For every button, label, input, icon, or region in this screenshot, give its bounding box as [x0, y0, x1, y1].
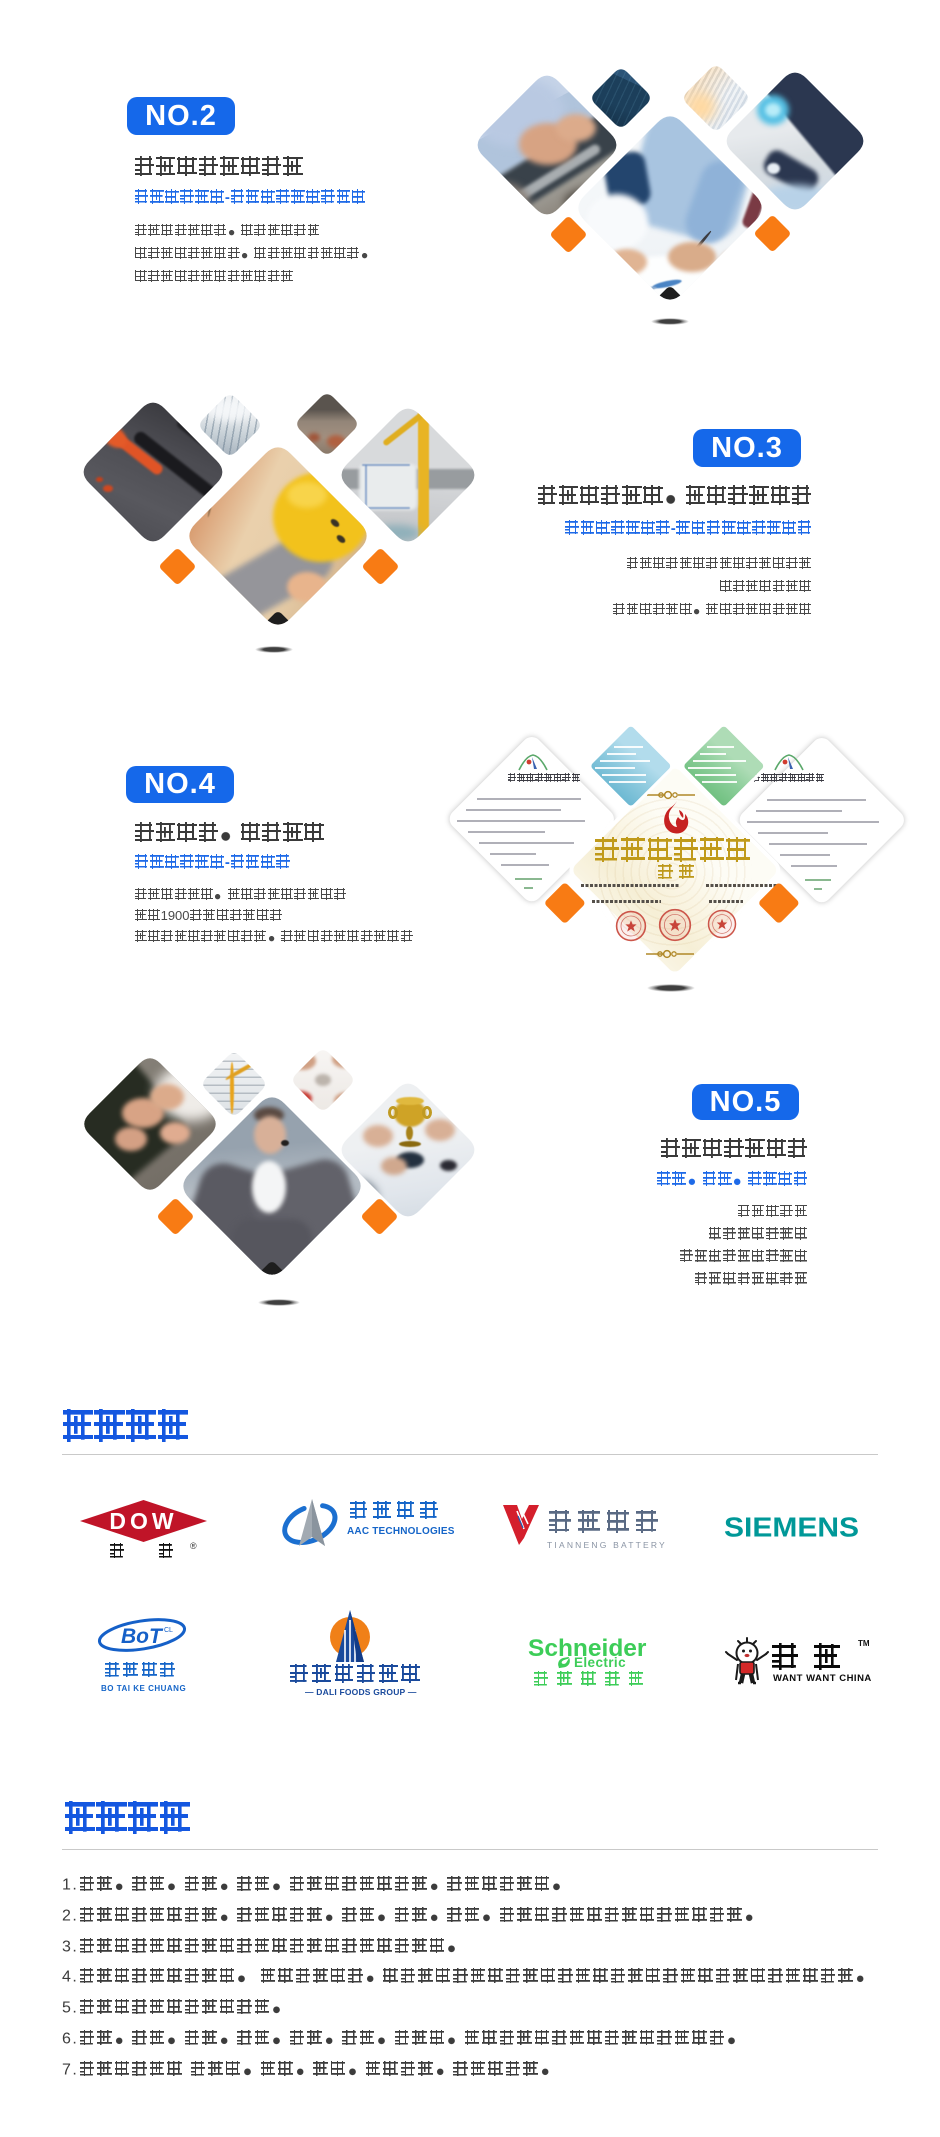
svg-text:BoT: BoT: [121, 1625, 164, 1648]
svg-text:CL: CL: [164, 1627, 173, 1634]
